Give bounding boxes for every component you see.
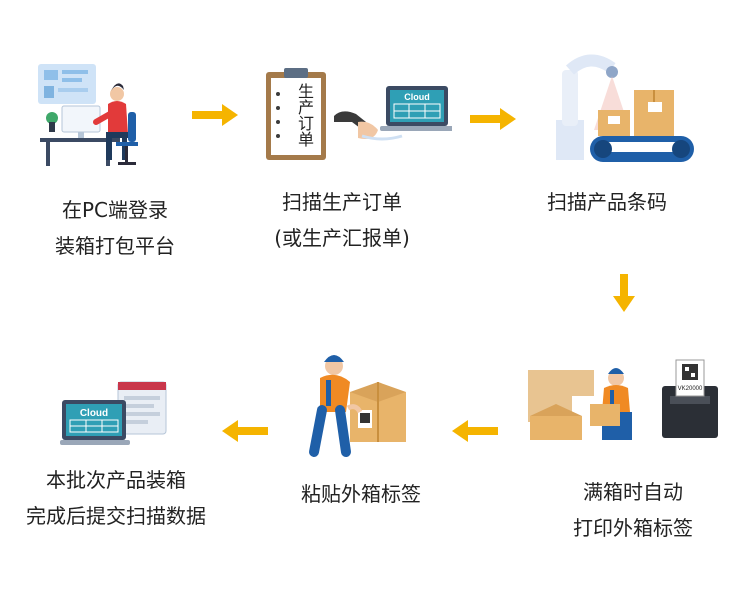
step-1-line-1: 在PC端登录: [61, 198, 169, 222]
step-2-line-1: 扫描生产订单: [282, 190, 402, 214]
arrow-right-icon: [470, 108, 516, 134]
step-1-caption: 在PC端登录 装箱打包平台: [40, 192, 190, 264]
step-4-line-1: 满箱时自动: [583, 480, 683, 504]
arrow-right-icon: [192, 104, 238, 130]
step-1-line-2: 装箱打包平台: [55, 234, 175, 258]
step-1-pc-login-illustration: [32, 58, 142, 168]
step-6-line-2: 完成后提交扫描数据: [26, 504, 206, 528]
step-3-line-1: 扫描产品条码: [547, 190, 667, 214]
step-2-scan-order-illustration: 生 产 订 单 Cloud: [262, 66, 454, 166]
cloud-label: Cloud: [80, 408, 108, 419]
step-6-submit-data-illustration: Cloud: [60, 380, 170, 450]
step-5-stick-label-illustration: [300, 350, 410, 460]
step-3-caption: 扫描产品条码: [532, 184, 682, 220]
doc-char-4: 单: [298, 131, 314, 149]
step-3-scan-barcode-illustration: [550, 50, 700, 170]
step-4-caption: 满箱时自动 打印外箱标签: [558, 474, 708, 546]
step-5-caption: 粘贴外箱标签: [286, 476, 436, 512]
step-5-line-1: 粘贴外箱标签: [301, 482, 421, 506]
step-6-line-1: 本批次产品装箱: [46, 468, 186, 492]
step-4-print-label-illustration: VK20000: [524, 356, 724, 446]
label-code: VK20000: [678, 386, 703, 392]
arrow-left-icon: [452, 420, 498, 446]
step-4-line-2: 打印外箱标签: [573, 516, 693, 540]
arrow-down-icon: [613, 274, 635, 316]
step-6-caption: 本批次产品装箱 完成后提交扫描数据: [16, 462, 216, 534]
doc-char-2: 产: [298, 99, 314, 117]
doc-char-3: 订: [298, 115, 314, 133]
step-2-caption: 扫描生产订单 (或生产汇报单): [262, 184, 422, 256]
step-2-line-2: (或生产汇报单): [274, 226, 410, 250]
arrow-left-icon: [222, 420, 268, 446]
cloud-label: Cloud: [404, 92, 430, 102]
doc-char-1: 生: [298, 83, 314, 101]
